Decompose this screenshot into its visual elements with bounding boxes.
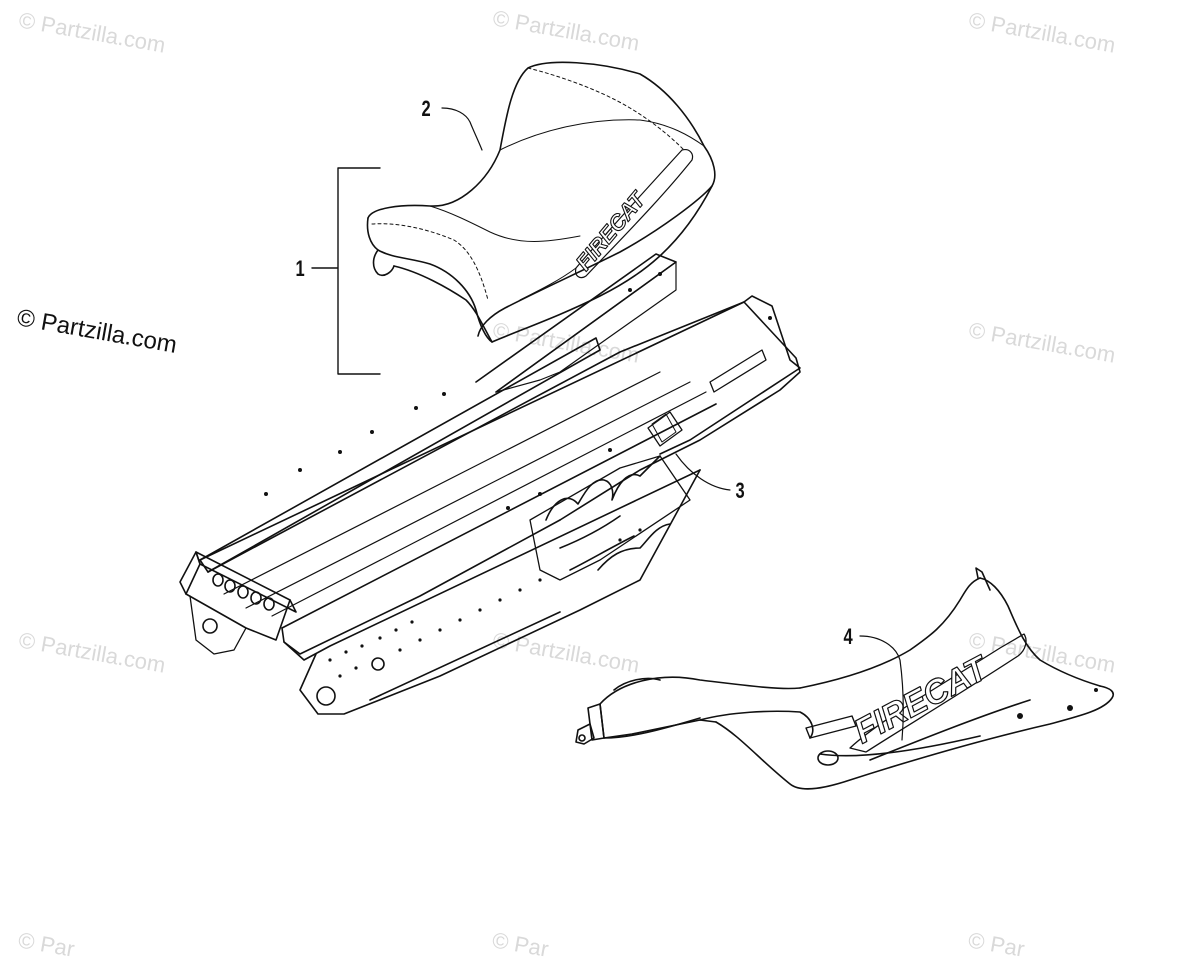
callout-1: 1 bbox=[295, 256, 305, 281]
callout-2: 2 bbox=[421, 96, 431, 121]
pan-logo-text: FIRECAT bbox=[848, 648, 997, 751]
tunnel-drawing bbox=[179, 253, 801, 715]
callout-1-bracket bbox=[311, 167, 381, 375]
belly-pan-drawing bbox=[575, 567, 1115, 790]
seat-drawing bbox=[366, 61, 716, 343]
callout-3: 3 bbox=[735, 478, 745, 503]
callout-4-leader bbox=[859, 635, 904, 741]
callout-3-leader bbox=[675, 453, 731, 491]
callout-2-leader bbox=[441, 107, 483, 151]
callout-4: 4 bbox=[843, 624, 853, 649]
seat-logo-text: FIRECAT bbox=[571, 186, 651, 275]
